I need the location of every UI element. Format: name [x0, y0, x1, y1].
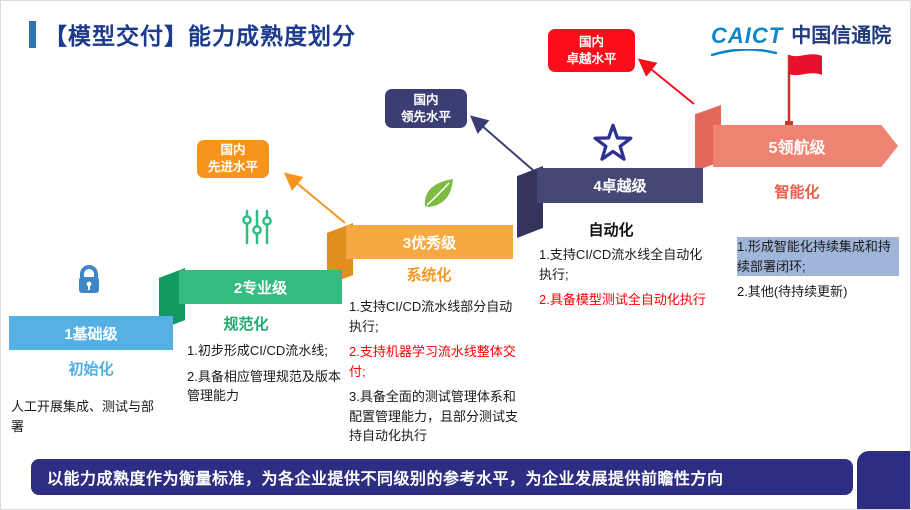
level-5-stage: 智能化 [774, 184, 820, 201]
level-desc-item: 2.具备模型测试全自动化执行 [539, 292, 706, 307]
page-title: 【模型交付】能力成熟度划分 [44, 23, 356, 49]
level-4-stage: 自动化 [588, 222, 634, 239]
caict-logo-en: CAICT [711, 25, 783, 57]
caict-logo-text: CAICT [711, 23, 784, 48]
footer-banner: 以能力成熟度作为衡量标准，为各企业提供不同级别的参考水平，为企业发展提供前瞻性方… [31, 459, 853, 495]
level-5-bar: 5领航级 [713, 125, 898, 167]
level-4-label: 4卓越级 [593, 178, 647, 195]
badge-line: 国内 [220, 143, 246, 158]
level-4-bar: 4卓越级 [537, 168, 703, 203]
level-1-label: 1基础级 [64, 325, 118, 343]
level-desc-item: 1.支持CI/CD流水线部分自动执行; [349, 299, 513, 334]
level-desc-item: 1.形成智能化持续集成和持续部署闭环; [737, 237, 899, 276]
level-3-bar: 3优秀级 [346, 225, 513, 259]
level-desc-item: 人工开展集成、测试与部署 [11, 399, 155, 434]
badge-line: 国内 [413, 92, 439, 107]
corner-decoration [857, 451, 910, 509]
badge-domestic-excellent: 国内 卓越水平 [548, 29, 635, 72]
header: 【模型交付】能力成熟度划分 [29, 17, 356, 51]
level-5-label: 5领航级 [768, 140, 826, 157]
lock-icon [79, 265, 99, 293]
caict-swoosh-icon [711, 49, 777, 57]
badge-line: 国内 [578, 34, 604, 49]
level-5-desc: 1.形成智能化持续集成和持续部署闭环; 2.其他(待持续更新) [737, 237, 899, 308]
level-desc-item: 3.具备全面的测试管理体系和配置管理能力，且部分测试支持自动化执行 [349, 389, 519, 443]
badge-line: 卓越水平 [566, 51, 617, 66]
level-1-stage: 初始化 [68, 361, 114, 378]
level-2-desc: 1.初步形成CI/CD流水线; 2.具备相应管理规范及版本管理能力 [187, 341, 347, 412]
footer-banner-text: 以能力成熟度作为衡量标准，为各企业提供不同级别的参考水平，为企业发展提供前瞻性方… [47, 471, 724, 488]
flag-icon [785, 54, 822, 125]
level-desc-item: 1.支持CI/CD流水线全自动化执行; [539, 247, 703, 282]
badge-line: 先进水平 [207, 160, 258, 174]
badge-line: 领先水平 [400, 109, 451, 124]
leaf-icon [424, 179, 453, 207]
level-3-desc: 1.支持CI/CD流水线部分自动执行; 2.支持机器学习流水线整体交付; 3.具备全… [349, 297, 521, 452]
level-1-bar: 1基础级 [9, 316, 173, 350]
level-3-label: 3优秀级 [402, 234, 457, 252]
level-2-stage: 规范化 [223, 316, 269, 333]
level-desc-item: 2.支持机器学习流水线整体交付; [349, 344, 516, 379]
level-4-desc: 1.支持CI/CD流水线全自动化执行; 2.具备模型测试全自动化执行 [539, 245, 711, 316]
star-icon [593, 123, 633, 161]
caict-logo: CAICT 中国信通院 [711, 25, 891, 57]
sliders-icon [242, 209, 272, 245]
title-accent-bar [29, 20, 36, 48]
level-desc-item: 1.初步形成CI/CD流水线; [187, 343, 328, 358]
level-desc-item: 2.具备相应管理规范及版本管理能力 [187, 368, 341, 404]
caict-logo-cn: 中国信通院 [791, 25, 892, 47]
level-2-bar: 2专业级 [179, 270, 342, 304]
level-2-label: 2专业级 [233, 279, 288, 297]
level-3-stage: 系统化 [406, 267, 452, 284]
badge-domestic-leading: 国内 领先水平 [385, 89, 467, 128]
level-desc-item: 2.其他(待持续更新) [737, 284, 848, 299]
level-1-desc: 人工开展集成、测试与部署 [11, 397, 166, 442]
badge-domestic-advanced: 国内 先进水平 [197, 140, 269, 178]
